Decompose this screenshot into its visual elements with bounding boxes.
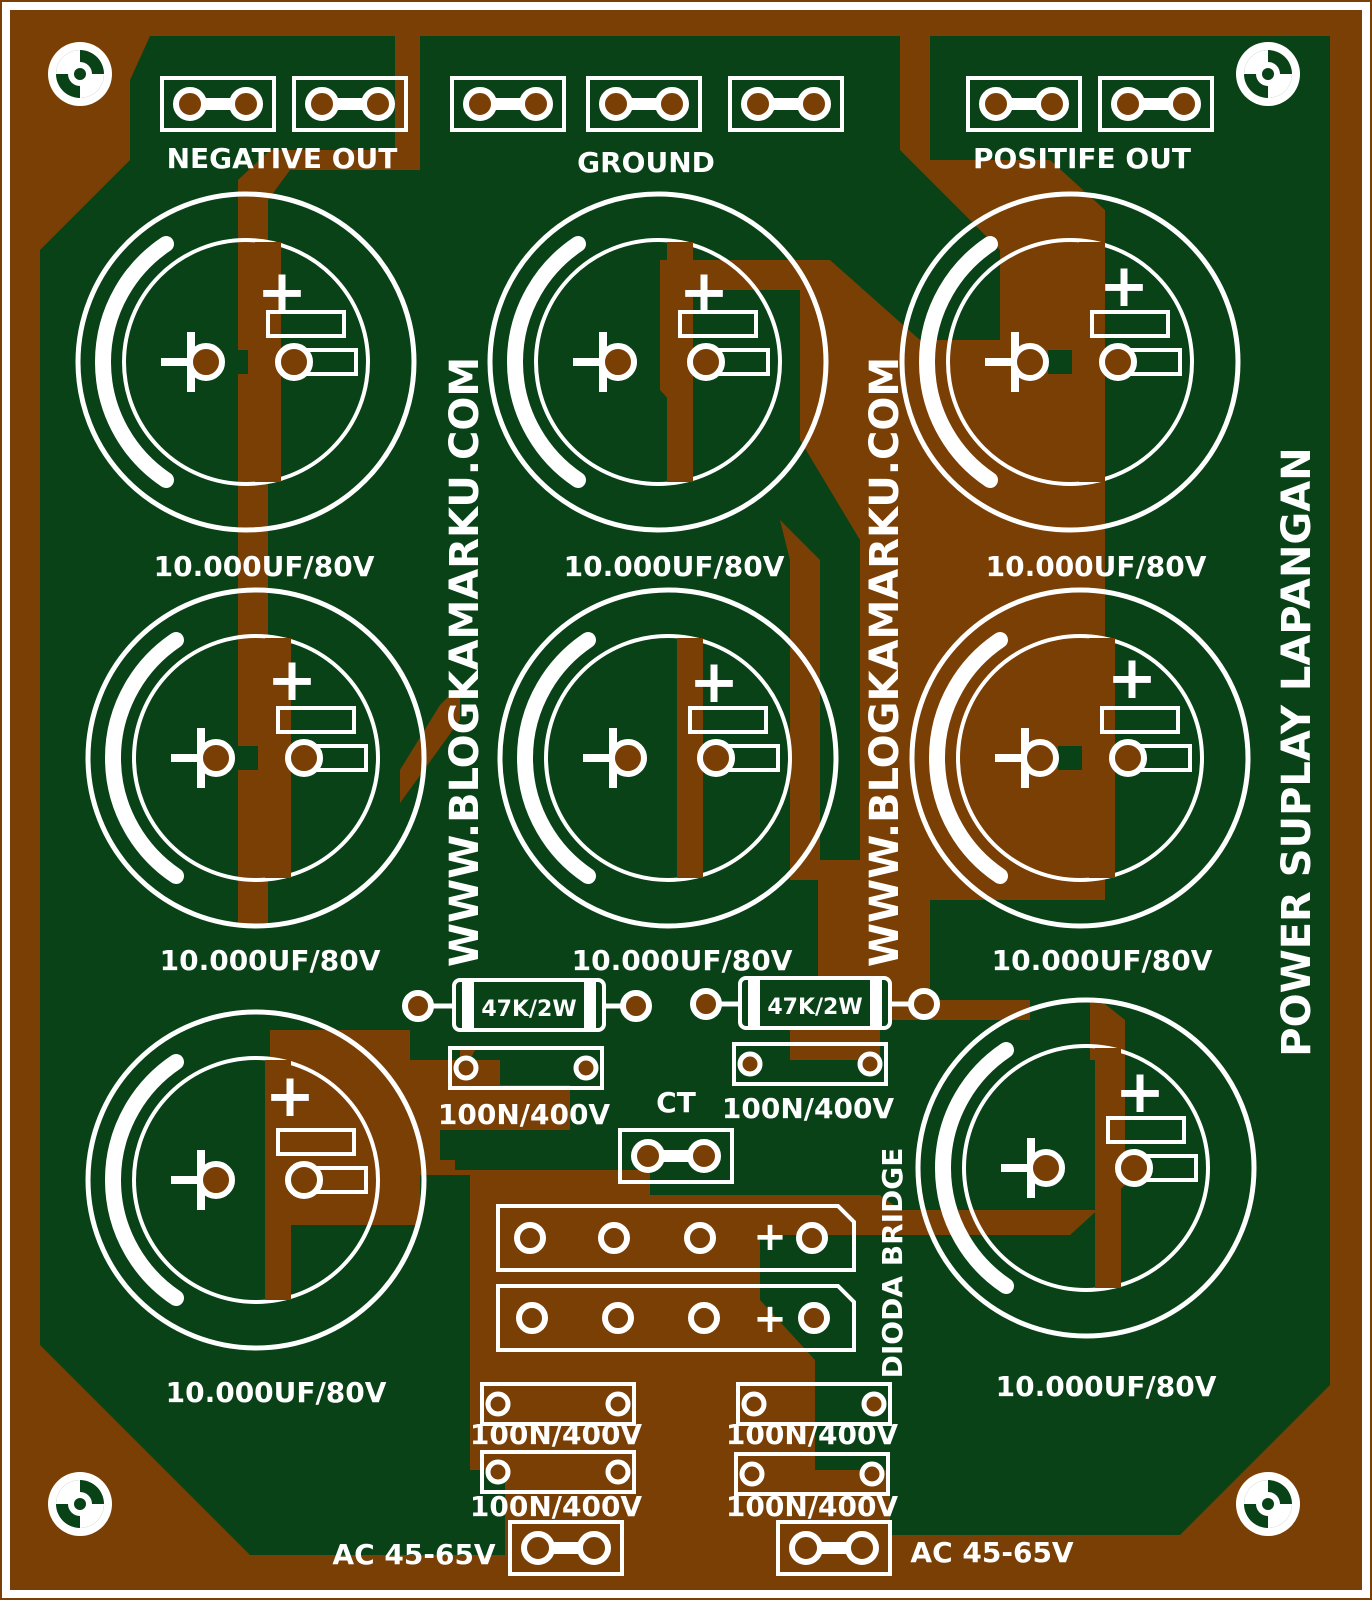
plus-sign: + (257, 257, 307, 327)
film-cap-value-label: 100N/400V (722, 1092, 895, 1125)
plus-sign: + (265, 1061, 315, 1131)
ground-label: GROUND (577, 146, 715, 179)
capacitor-value-label: 10.000UF/80V (572, 944, 793, 977)
capacitor-value-label: 10.000UF/80V (992, 944, 1213, 977)
ac-input-label-right: AC 45-65V (910, 1536, 1074, 1569)
capacitor-value-label: 10.000UF/80V (166, 1376, 387, 1409)
film-cap-value-label: 100N/400V (470, 1490, 643, 1523)
film-cap-value-label: 100N/400V (470, 1418, 643, 1451)
bridge-plus-sign: + (753, 1296, 787, 1342)
ct-label: CT (656, 1086, 696, 1119)
watermark-text: WWW.BLOGKAMARKU.COM (442, 357, 488, 967)
film-cap-value-label: 100N/400V (726, 1490, 899, 1523)
film-cap-value-label: 100N/400V (438, 1098, 611, 1131)
diode-bridge-footprint (496, 1204, 856, 1352)
dioda-bridge-label: DIODA BRIDGE (876, 1148, 909, 1379)
plus-sign: + (689, 647, 739, 717)
plus-sign: + (267, 645, 317, 715)
resistor-left (402, 978, 652, 1032)
resistor-right (690, 976, 940, 1030)
resistor-value-label: 47K/2W (481, 997, 576, 1022)
resistor-value-label: 47K/2W (767, 995, 862, 1020)
mount-hole-icon (1236, 42, 1300, 106)
plus-sign: + (1115, 1057, 1165, 1127)
capacitor-value-label: 10.000UF/80V (160, 944, 381, 977)
ac-input-label-left: AC 45-65V (332, 1538, 496, 1571)
mount-hole-icon (48, 1472, 112, 1536)
capacitor-value-label: 10.000UF/80V (154, 550, 375, 583)
capacitor-value-label: 10.000UF/80V (986, 550, 1207, 583)
negative-out-label: NEGATIVE OUT (167, 142, 398, 175)
plus-sign: + (1107, 643, 1157, 713)
mount-hole-icon (1236, 1472, 1300, 1536)
capacitor-value-label: 10.000UF/80V (996, 1370, 1217, 1403)
mount-hole-icon (48, 42, 112, 106)
plus-sign: + (1099, 251, 1149, 321)
plus-sign: + (679, 257, 729, 327)
bridge-plus-sign: + (753, 1214, 787, 1260)
watermark-text: WWW.BLOGKAMARKU.COM (862, 357, 908, 967)
mask-regions (40, 36, 1330, 1555)
capacitor-value-label: 10.000UF/80V (564, 550, 785, 583)
positive-out-label: POSITIFE OUT (973, 142, 1191, 175)
board-title: POWER SUPLAY LAPANGAN (1274, 447, 1320, 1056)
film-cap-value-label: 100N/400V (726, 1418, 899, 1451)
